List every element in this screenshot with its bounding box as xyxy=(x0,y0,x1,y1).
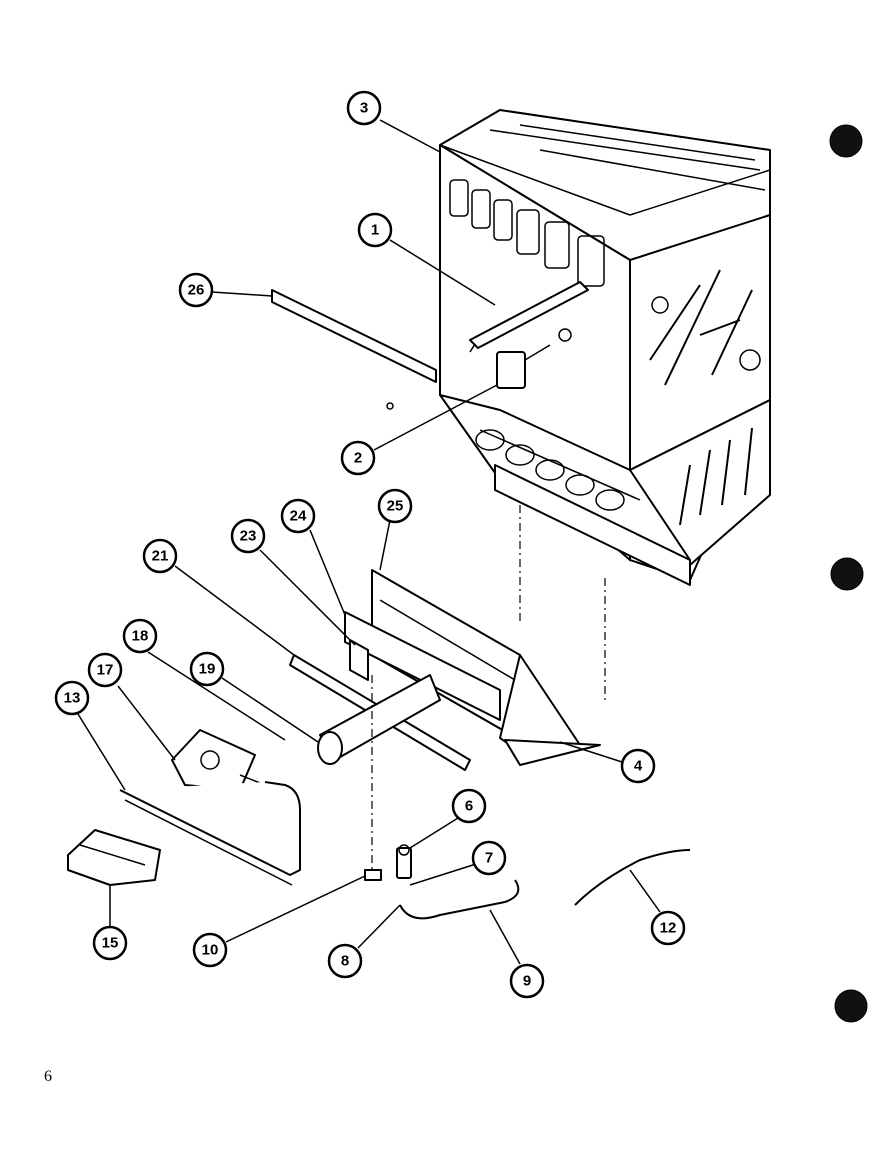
callout-label: 9 xyxy=(523,973,531,990)
callout-label: 10 xyxy=(202,942,219,959)
callout-10: 10 xyxy=(192,932,228,968)
gas-valve xyxy=(171,729,266,791)
sensor-wire xyxy=(574,849,691,906)
callout-label: 15 xyxy=(102,935,119,952)
callout-label: 8 xyxy=(341,953,349,970)
sensor-tubing xyxy=(399,879,520,920)
callout-label: 2 xyxy=(354,450,362,467)
callout-label: 23 xyxy=(240,528,257,545)
callout-label: 17 xyxy=(97,662,114,679)
callout-8: 8 xyxy=(327,943,363,979)
callout-12: 12 xyxy=(650,910,686,946)
callout-label: 1 xyxy=(371,222,379,239)
callout-label: 25 xyxy=(387,498,404,515)
callout-label: 26 xyxy=(188,282,205,299)
callout-9: 9 xyxy=(509,963,545,999)
callout-label: 6 xyxy=(465,798,473,815)
punch-hole-top xyxy=(829,124,863,158)
callout-6: 6 xyxy=(451,788,487,824)
baffle-23 xyxy=(349,639,369,681)
clip-10 xyxy=(364,869,382,881)
callout-label: 4 xyxy=(634,758,643,775)
ignitor-assembly xyxy=(396,844,412,879)
callout-19: 19 xyxy=(189,651,225,687)
callout-label: 3 xyxy=(360,100,368,117)
mounting-strip xyxy=(271,289,437,410)
callout-18: 18 xyxy=(122,618,158,654)
callout-label: 12 xyxy=(660,920,677,937)
control-module xyxy=(67,829,161,886)
callout-label: 24 xyxy=(290,508,307,525)
callout-label: 7 xyxy=(485,850,493,867)
burner-tray xyxy=(344,569,601,766)
callout-17: 17 xyxy=(87,652,123,688)
callout-label: 21 xyxy=(152,548,169,565)
callout-label: 19 xyxy=(199,661,216,678)
leader-lines xyxy=(77,119,661,965)
limit-switch xyxy=(496,328,572,389)
manifold-pipe xyxy=(317,674,441,765)
callout-15: 15 xyxy=(92,925,128,961)
callout-24: 24 xyxy=(280,498,316,534)
callout-26: 26 xyxy=(178,272,214,308)
burner-bracket xyxy=(469,281,589,353)
gas-pipe xyxy=(119,781,301,886)
callout-2: 2 xyxy=(340,440,376,476)
punch-hole-middle xyxy=(830,557,864,591)
page-number: 6 xyxy=(44,1068,52,1085)
callout-3: 3 xyxy=(346,90,382,126)
heat-exchanger-assembly xyxy=(439,109,771,586)
callout-group: 3 1 26 2 25 24 23 21 18 19 17 13 4 6 7 12 15 10 8 9 xyxy=(54,90,686,999)
callout-25: 25 xyxy=(377,488,413,524)
punch-hole-bottom xyxy=(834,989,868,1023)
callout-21: 21 xyxy=(142,538,178,574)
callout-4: 4 xyxy=(620,748,656,784)
callout-label: 18 xyxy=(132,628,149,645)
callout-label: 13 xyxy=(64,690,81,707)
callout-13: 13 xyxy=(54,680,90,716)
callout-7: 7 xyxy=(471,840,507,876)
callout-1: 1 xyxy=(357,212,393,248)
callout-23: 23 xyxy=(230,518,266,554)
